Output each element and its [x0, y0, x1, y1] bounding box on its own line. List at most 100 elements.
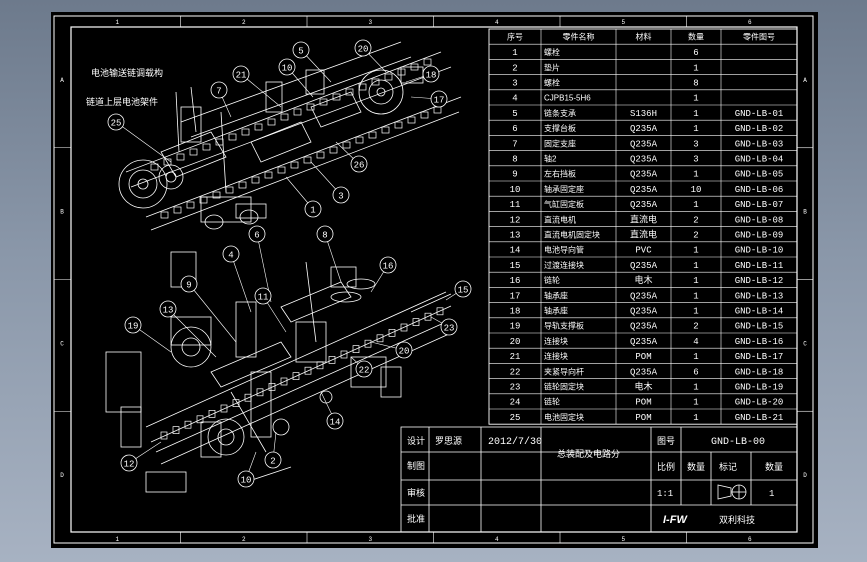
callout-lower-22: 22: [359, 366, 370, 376]
tb-design-label: 设计: [407, 435, 425, 446]
tb-drawing-name: 总装配及电路分: [557, 448, 620, 459]
bom-row-15-col-1: 过渡连接块: [544, 260, 584, 270]
bom-row-21-col-3: 1: [693, 352, 698, 362]
zone-right-B: B: [803, 209, 807, 216]
bom-row-19-col-0: 19: [510, 322, 521, 332]
bom-row-19-col-1: 导轨支撑板: [544, 321, 584, 331]
callout-upper-21: 21: [236, 71, 247, 81]
tb-qty: 1: [769, 489, 774, 499]
bom-row-1-col-1: 螺栓: [544, 47, 560, 57]
bom-row-16-col-3: 1: [693, 276, 698, 286]
bom-row-14-col-4: GND-LB-10: [735, 246, 784, 256]
bom-row-5-col-4: GND-LB-01: [735, 109, 784, 119]
bom-row-10-col-4: GND-LB-06: [735, 185, 784, 195]
bom-row-8-col-4: GND-LB-04: [735, 155, 784, 165]
bom-row-18-col-4: GND-LB-14: [735, 307, 784, 317]
bom-row-2-col-0: 2: [512, 63, 517, 73]
bom-row-11-col-2: Q235A: [630, 200, 658, 210]
callout-lower-2: 2: [270, 457, 275, 467]
callout-upper-20: 20: [358, 45, 369, 55]
zone-top-5: 5: [621, 19, 625, 26]
zone-top-1: 1: [115, 19, 119, 26]
bom-row-22-col-0: 22: [510, 367, 521, 377]
bom-row-22-col-2: Q235A: [630, 367, 658, 377]
bom-row-7-col-0: 7: [512, 139, 517, 149]
callout-upper-18: 18: [426, 71, 437, 81]
zone-bottom-1: 1: [115, 536, 119, 543]
callout-lower-9: 9: [186, 281, 191, 291]
bom-row-13-col-3: 2: [693, 231, 698, 241]
bom-row-21-col-1: 连接块: [544, 351, 568, 361]
bom-row-17-col-4: GND-LB-13: [735, 291, 784, 301]
bom-row-18-col-1: 轴承座: [544, 306, 568, 316]
zone-left-B: B: [60, 209, 64, 216]
callout-lower-14: 14: [330, 418, 341, 428]
bom-row-11-col-3: 1: [693, 200, 698, 210]
bom-row-25-col-2: POM: [635, 413, 651, 423]
bom-row-9-col-1: 左右挡板: [544, 169, 576, 179]
bom-row-8-col-3: 3: [693, 155, 698, 165]
tb-qty-label: 数量: [687, 461, 705, 472]
bom-row-10-col-0: 10: [510, 185, 521, 195]
rail-links: [160, 307, 444, 440]
bom-row-9-col-3: 1: [693, 170, 698, 180]
bom-row-12-col-3: 2: [693, 215, 698, 225]
bom-row-15-col-0: 15: [510, 261, 521, 271]
bom-row-14-col-1: 电池导向管: [544, 245, 584, 255]
zone-left-C: C: [60, 340, 64, 347]
zone-top-3: 3: [368, 19, 372, 26]
bom-row-16-col-0: 16: [510, 276, 521, 286]
bom-row-25-col-1: 电池固定块: [544, 412, 584, 422]
note-battery-chain: 电池输送链调载构: [91, 67, 163, 78]
bom-row-14-col-0: 14: [510, 246, 521, 256]
bom-row-8-col-0: 8: [512, 155, 517, 165]
lower-exploded-assembly: [105, 251, 452, 493]
callout-lower-16: 16: [383, 262, 394, 272]
zone-bottom-3: 3: [368, 536, 372, 543]
bom-row-20-col-0: 20: [510, 337, 521, 347]
bom-row-12-col-2: 直流电: [630, 213, 657, 225]
callout-lower-8: 8: [322, 231, 327, 241]
bom-row-13-col-1: 直流电机固定块: [544, 230, 600, 240]
title-block: [400, 426, 798, 533]
bom-header-0: 序号: [507, 32, 523, 42]
tb-company: 双利科技: [719, 514, 755, 525]
bom-row-24-col-4: GND-LB-20: [735, 398, 784, 408]
callout-lower-19: 19: [128, 322, 139, 332]
bom-row-20-col-4: GND-LB-16: [735, 337, 784, 347]
callout-lower-10: 10: [241, 476, 252, 486]
zone-left-D: D: [60, 472, 64, 479]
bom-row-14-col-3: 1: [693, 246, 698, 256]
bom-row-23-col-0: 23: [510, 383, 521, 393]
bom-row-4-col-0: 4: [512, 94, 517, 104]
bom-row-8-col-2: Q235A: [630, 155, 658, 165]
bom-row-25-col-3: 1: [693, 413, 698, 423]
bom-row-3-col-0: 3: [512, 79, 517, 89]
zone-top-6: 6: [748, 19, 752, 26]
bom-row-13-col-4: GND-LB-09: [735, 231, 784, 241]
bom-row-18-col-2: Q235A: [630, 307, 658, 317]
bom-row-15-col-4: GND-LB-11: [735, 261, 784, 271]
zone-bottom-2: 2: [242, 536, 246, 543]
callout-lower-20: 20: [399, 347, 410, 357]
bom-row-5-col-2: S136H: [630, 109, 657, 119]
bom-header-2: 材料: [636, 32, 652, 42]
bom-row-1-col-3: 6: [693, 48, 698, 58]
callout-lower-4: 4: [228, 251, 233, 261]
bom-row-6-col-3: 1: [693, 124, 698, 134]
bom-row-22-col-1: 夹紧导向杆: [544, 366, 584, 376]
bom-row-2-col-1: 垫片: [544, 62, 560, 72]
bom-row-24-col-1: 链轮: [544, 397, 560, 407]
bom-row-22-col-4: GND-LB-18: [735, 367, 784, 377]
tb-check-label: 审核: [407, 487, 425, 498]
bom-row-23-col-3: 1: [693, 383, 698, 393]
bom-row-25-col-0: 25: [510, 413, 521, 423]
bom-row-20-col-2: Q235A: [630, 337, 658, 347]
chain-links-top: [150, 58, 432, 171]
bom-row-7-col-1: 固定支座: [544, 138, 576, 148]
tb-drawing-no-label: 图号: [657, 436, 675, 446]
